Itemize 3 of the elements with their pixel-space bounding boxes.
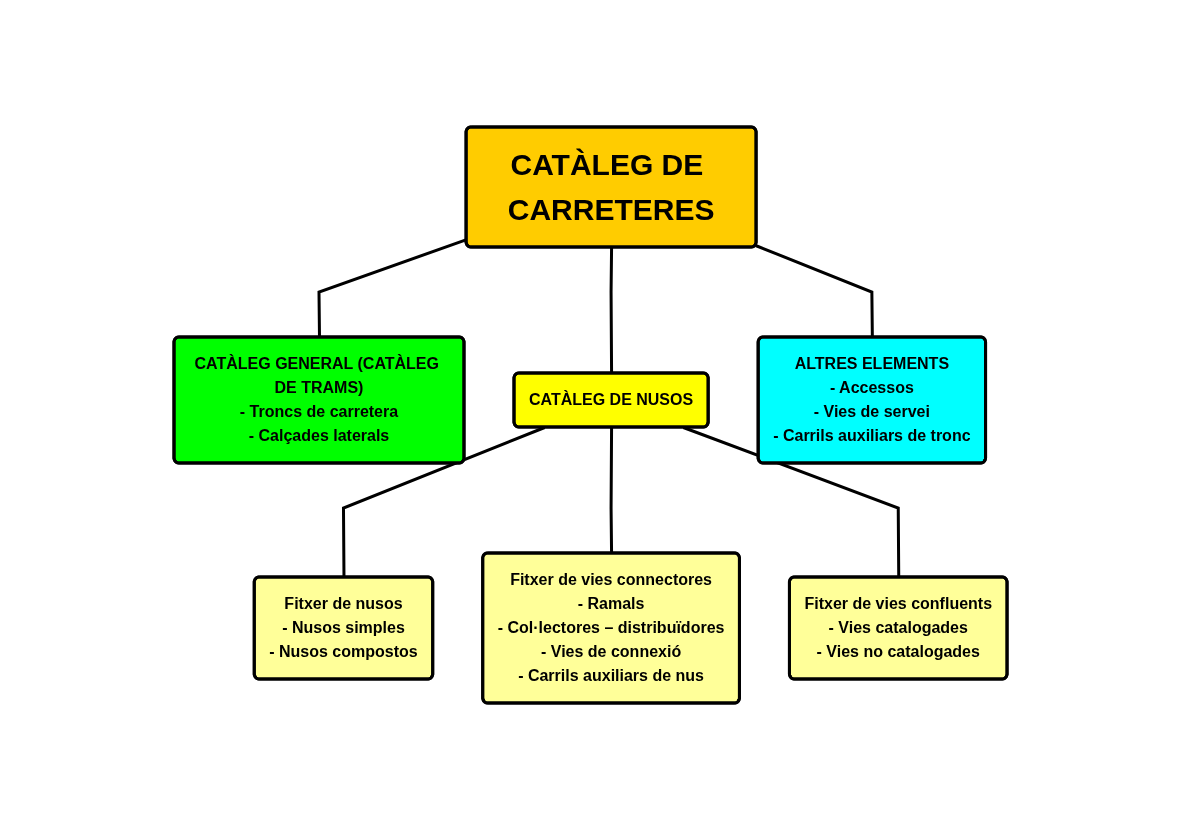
connector <box>610 247 614 374</box>
connector <box>755 244 875 338</box>
connector <box>610 427 614 554</box>
